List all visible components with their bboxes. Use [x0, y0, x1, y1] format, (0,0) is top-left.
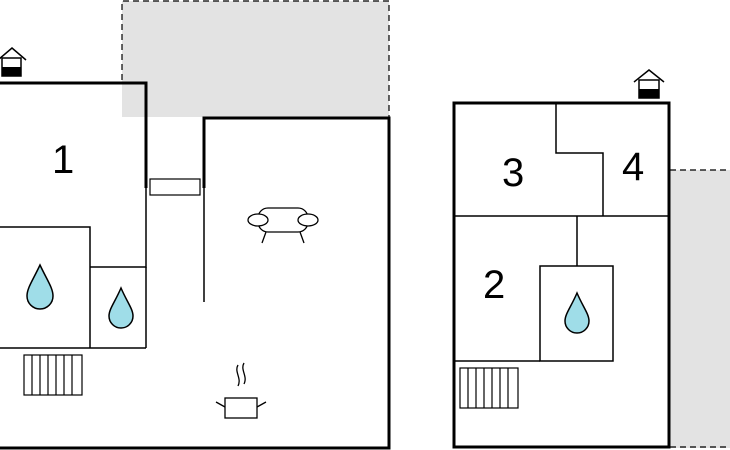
- cooking-pot-icon: [215, 362, 267, 419]
- entrance-icon: [633, 69, 665, 99]
- radiator-icon: [459, 367, 519, 409]
- window: [149, 178, 201, 196]
- terrace-top: [121, 0, 390, 117]
- water-drop-icon: [26, 263, 54, 310]
- room-3-label: 3: [502, 151, 524, 195]
- radiator-icon: [23, 354, 83, 396]
- entrance-icon: [0, 47, 27, 77]
- water-drop-icon: [108, 286, 134, 329]
- left-building: [0, 81, 391, 450]
- room-1-label: 1: [52, 138, 74, 182]
- water-drop-icon: [564, 291, 590, 334]
- terrace-right: [670, 169, 730, 448]
- sofa-icon: [247, 207, 319, 244]
- room-4-label: 4: [622, 145, 644, 189]
- right-building: [452, 101, 671, 449]
- room-2-label: 2: [483, 263, 505, 307]
